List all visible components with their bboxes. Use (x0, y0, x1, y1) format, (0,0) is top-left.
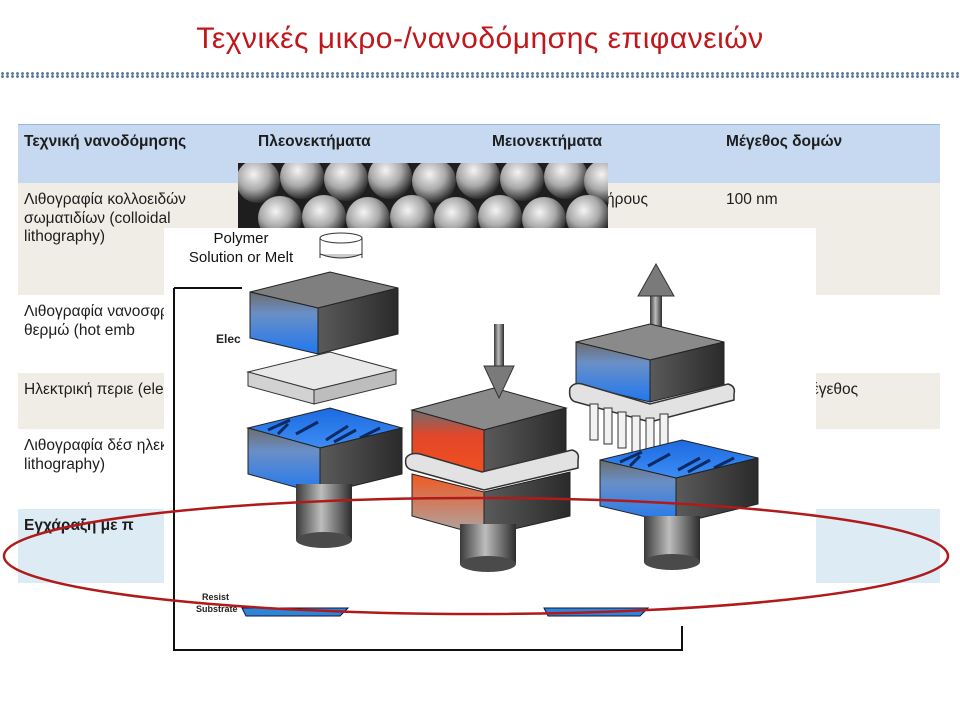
header-technique: Τεχνική νανοδόμησης (18, 124, 252, 183)
substrate-label: Substrate (196, 604, 238, 614)
polymer-label-line2: Solution or Melt (188, 248, 294, 266)
title-divider (0, 72, 960, 78)
sem-spheres-image (236, 155, 628, 241)
sem-spheres-graphic (236, 155, 628, 241)
polymer-label: Polymer Solution or Melt (166, 230, 316, 268)
hot-embossing-illustration (246, 262, 759, 572)
page-title: Τεχνικές μικρο-/νανοδόμησης επιφανειών (196, 22, 764, 55)
electrode-label: Elec (216, 332, 241, 346)
table-header-row: Τεχνική νανοδόμησης Πλεονεκτήματα Μειονε… (18, 124, 940, 183)
resist-label: Resist (202, 592, 230, 602)
header-structure-size: Μέγεθος δομών (720, 124, 940, 183)
highlight-ellipse (2, 496, 950, 616)
polymer-container-icon (319, 232, 363, 259)
polymer-label-line1: Polymer (213, 230, 269, 247)
